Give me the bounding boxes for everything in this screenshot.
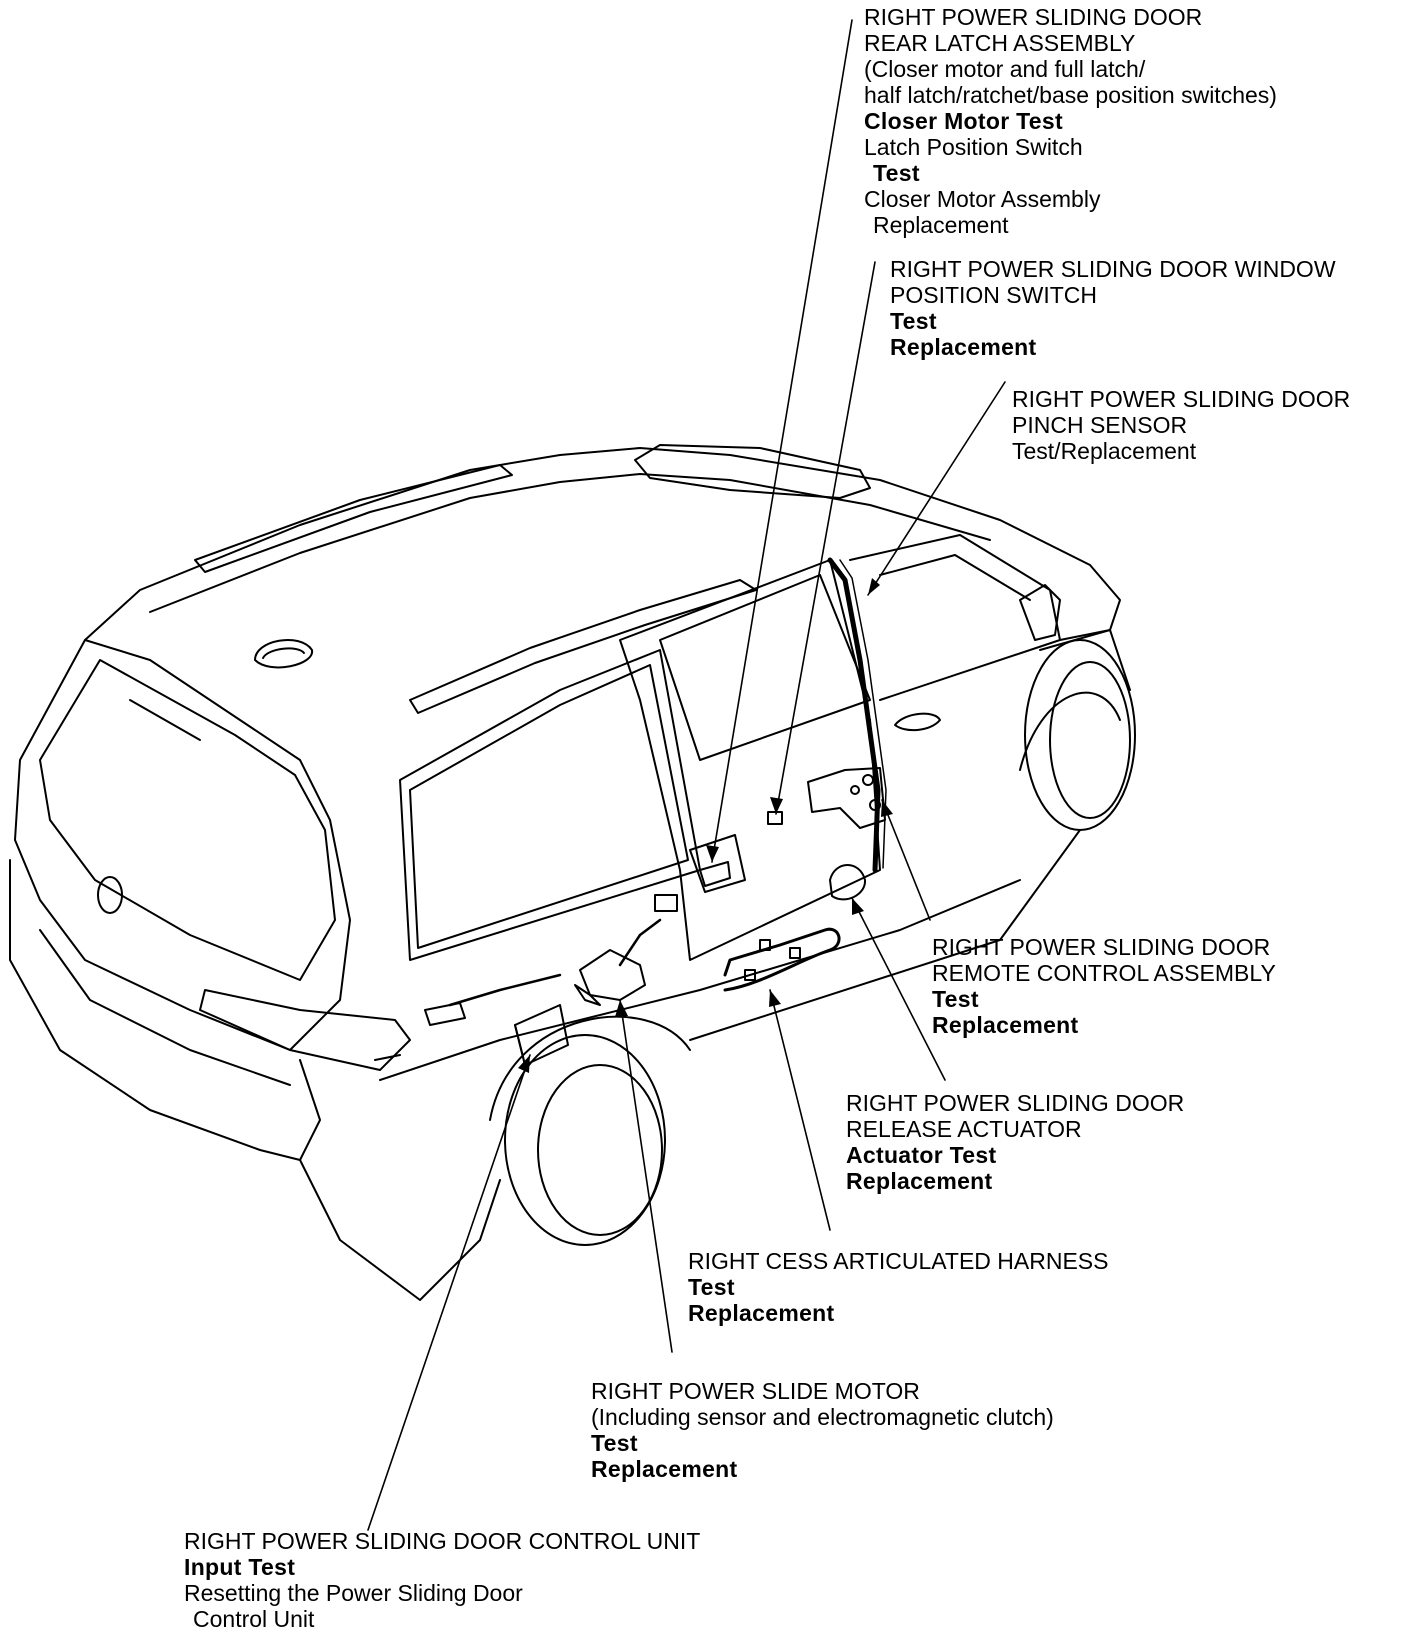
arrowheads — [518, 578, 893, 1073]
slide-motor-component — [579, 949, 646, 1001]
callout-line: RIGHT POWER SLIDING DOOR — [932, 934, 1271, 960]
antenna — [254, 638, 314, 669]
front-wheel — [1024, 639, 1136, 831]
callout-line: (Closer motor and full latch/ — [864, 56, 1146, 82]
rear-wiper — [129, 699, 201, 741]
door-handle — [894, 712, 941, 732]
rear-window — [39, 659, 336, 981]
rear-latch-component — [689, 834, 746, 893]
callout-line: (Including sensor and electromagnetic cl… — [591, 1404, 1054, 1430]
rear-quarter-window — [399, 649, 701, 961]
callout-remote-control: RIGHT POWER SLIDING DOOR REMOTE CONTROL … — [932, 934, 1276, 1038]
callout-action: Test — [932, 986, 979, 1012]
connector — [424, 1002, 466, 1026]
rear-hatch-outline — [14, 639, 351, 1051]
leader-lines — [367, 19, 1006, 1531]
callout-line: Resetting the Power Sliding Door — [184, 1580, 523, 1606]
taillight — [199, 989, 411, 1071]
callout-action: Replacement — [688, 1300, 835, 1326]
pinch-sensor-strip — [827, 557, 881, 873]
slide-motor-wire — [448, 973, 562, 1007]
leader-rear-latch — [711, 19, 853, 863]
window-switch-component — [767, 811, 783, 825]
callout-line: RELEASE ACTUATOR — [846, 1116, 1082, 1142]
callout-line: REMOTE CONTROL ASSEMBLY — [932, 960, 1276, 986]
rear-bumper — [9, 859, 321, 1161]
rear-emblem — [97, 876, 123, 914]
callout-line: RIGHT POWER SLIDING DOOR WINDOW — [890, 256, 1336, 282]
rear-wheel — [504, 1034, 666, 1246]
callout-line: Test/Replacement — [1012, 438, 1197, 464]
callout-line: POSITION SWITCH — [890, 282, 1097, 308]
leader-remote-control — [881, 799, 931, 921]
callout-line: REAR LATCH ASSEMBLY — [864, 30, 1136, 56]
callout-action: Replacement — [932, 1012, 1079, 1038]
body-side-sill — [689, 829, 1081, 1041]
callout-line: Control Unit — [193, 1606, 315, 1632]
body-lower-line — [299, 1159, 501, 1301]
leader-cess-harness — [769, 989, 831, 1231]
callout-rear-latch: RIGHT POWER SLIDING DOOR REAR LATCH ASSE… — [864, 4, 1277, 238]
callout-action: Test — [688, 1274, 735, 1300]
leader-control-unit — [367, 1054, 531, 1531]
leader-pinch-sensor — [867, 381, 1006, 596]
callout-action: Replacement — [890, 334, 1037, 360]
cess-harness-component — [723, 927, 841, 992]
callout-action: Test — [591, 1430, 638, 1456]
front-door-window — [849, 534, 1061, 701]
callout-line: half latch/ratchet/base position switche… — [864, 82, 1277, 108]
callout-line: RIGHT POWER SLIDING DOOR — [864, 4, 1203, 30]
roof-outline — [84, 447, 1121, 651]
callout-release-actuator: RIGHT POWER SLIDING DOOR RELEASE ACTUATO… — [846, 1090, 1184, 1194]
callout-line: RIGHT POWER SLIDING DOOR — [846, 1090, 1185, 1116]
callout-line: PINCH SENSOR — [1012, 412, 1188, 438]
callout-control-unit: RIGHT POWER SLIDING DOOR CONTROL UNIT In… — [184, 1528, 700, 1632]
release-actuator-component — [829, 864, 867, 901]
callout-line: RIGHT POWER SLIDE MOTOR — [591, 1378, 920, 1404]
front-wheel-arch — [1019, 691, 1121, 771]
callout-window-switch: RIGHT POWER SLIDING DOOR WINDOW POSITION… — [890, 256, 1336, 360]
side-mirror — [1019, 584, 1061, 641]
callout-line: Closer Motor Assembly — [864, 186, 1101, 212]
callout-line: Replacement — [873, 212, 1009, 238]
callout-line: RIGHT CESS ARTICULATED HARNESS — [688, 1248, 1109, 1274]
callout-line: RIGHT POWER SLIDING DOOR CONTROL UNIT — [184, 1528, 701, 1554]
hood-line — [1059, 629, 1131, 691]
sliding-door-outline — [619, 559, 881, 961]
sliding-door-window — [659, 574, 871, 761]
callout-action: Input Test — [184, 1554, 296, 1580]
callout-action: Replacement — [591, 1456, 738, 1482]
callout-cess-harness: RIGHT CESS ARTICULATED HARNESS Test Repl… — [688, 1248, 1108, 1326]
rear-wheel-arch — [489, 1015, 691, 1121]
roof-rail-right — [409, 579, 757, 714]
leader-slide-motor — [619, 999, 673, 1353]
callout-line: Latch Position Switch — [864, 134, 1083, 160]
callout-action: Actuator Test — [846, 1142, 997, 1168]
callout-slide-motor: RIGHT POWER SLIDE MOTOR (Including senso… — [591, 1378, 1054, 1482]
callout-line: RIGHT POWER SLIDING DOOR — [1012, 386, 1351, 412]
leader-release-actuator — [851, 897, 946, 1081]
roof-inner-edge — [149, 473, 991, 613]
callout-action: Replacement — [846, 1168, 993, 1194]
callout-action: Test — [890, 308, 937, 334]
callout-action: Test — [873, 160, 920, 186]
callout-pinch-sensor: RIGHT POWER SLIDING DOOR PINCH SENSOR Te… — [1012, 386, 1350, 464]
remote-control-component — [807, 767, 886, 829]
leader-window-switch — [775, 261, 876, 815]
callout-action: Closer Motor Test — [864, 108, 1063, 134]
sunroof — [634, 444, 871, 499]
roof-rail-left — [194, 464, 513, 573]
